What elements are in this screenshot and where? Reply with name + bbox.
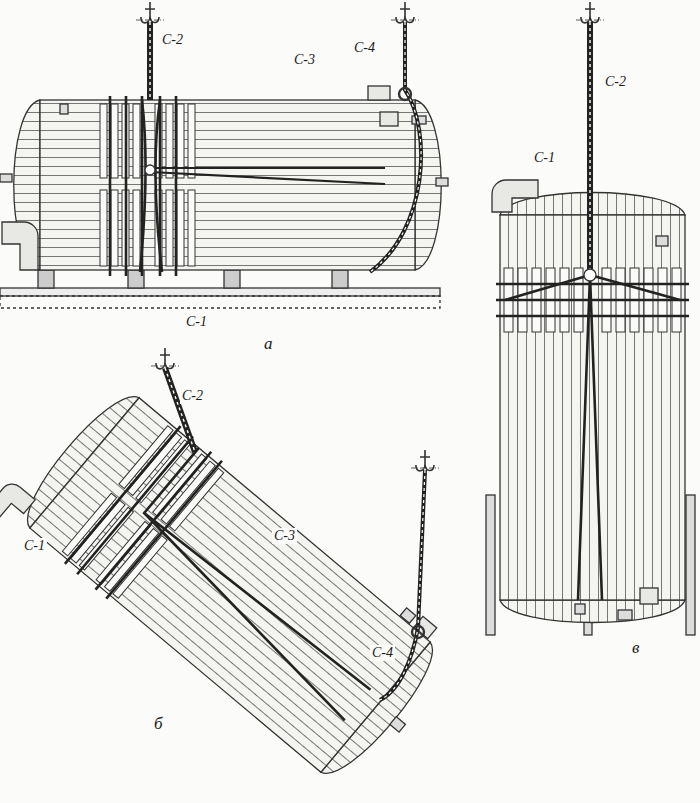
horizontal-vessel-part (100, 104, 195, 266)
sling-label: С-4 (352, 40, 377, 56)
horizontal-vessel-part (391, 2, 419, 23)
tilted-vessel-part-part (62, 426, 223, 599)
vertical-vessel-part (486, 495, 495, 635)
vertical-vessel-part-part (505, 275, 680, 600)
sling-label: С-1 (532, 150, 557, 166)
vertical-vessel-part-part (496, 283, 689, 286)
horizontal-vessel-part (370, 22, 421, 272)
vertical-vessel-part (656, 236, 668, 246)
horizontal-vessel-part-part (109, 96, 112, 276)
vertical-vessel-part (492, 180, 538, 212)
horizontal-vessel-part (145, 165, 155, 175)
horizontal-vessel-part (332, 270, 348, 288)
sling-label: С-2 (160, 32, 185, 48)
tilted-vessel-part-part (0, 479, 35, 530)
horizontal-vessel-part (147, 22, 153, 100)
horizontal-vessel-part (110, 96, 176, 276)
tilted-vessel-part (0, 357, 466, 803)
vertical-vessel-part (587, 22, 593, 272)
sling-label: С-4 (370, 645, 395, 661)
view-label: в (630, 640, 641, 656)
vertical-vessel-part (500, 215, 685, 600)
tilted-vessel-part-part (400, 608, 416, 623)
horizontal-vessel-part-part (111, 104, 118, 178)
horizontal-vessel-part (399, 88, 411, 100)
tilted-vessel-part (411, 450, 439, 471)
horizontal-vessel-part-part (100, 104, 107, 178)
horizontal-vessel-part (0, 174, 12, 182)
sling-label: С-2 (603, 74, 628, 90)
sling-label: С-1 (22, 538, 47, 554)
tilted-vessel-part (412, 626, 424, 638)
horizontal-vessel-part (2, 222, 38, 270)
vertical-vessel-part (686, 495, 695, 635)
tilted-vessel-part-part (65, 426, 422, 766)
vertical-vessel-part (640, 588, 658, 604)
vertical-vessel-part-part (496, 299, 689, 302)
horizontal-vessel-part-part (100, 190, 107, 266)
sling-label: С-3 (272, 528, 297, 544)
tilted-vessel-part-part-part (65, 426, 181, 564)
tilted-vessel-part-part (390, 717, 406, 732)
horizontal-vessel-part-part (166, 190, 173, 266)
tilted-vessel-part-part (30, 398, 430, 772)
horizontal-vessel-part-part (140, 100, 162, 272)
tilted-vessel-part-part-part (77, 436, 193, 574)
vertical-vessel-part (584, 269, 596, 281)
horizontal-vessel-part-part (125, 96, 128, 276)
horizontal-vessel-part-part (175, 96, 178, 276)
vertical-vessel-part (496, 275, 689, 600)
horizontal-vessel-part-part (188, 190, 195, 266)
tilted-vessel (0, 348, 466, 803)
sling-label: С-3 (292, 52, 317, 68)
horizontal-vessel-part (368, 86, 390, 100)
vertical-vessel-part (589, 22, 590, 272)
horizontal-vessel-part (380, 112, 398, 126)
tilted-vessel-part (165, 368, 195, 452)
tilted-vessel-part-part-part (170, 468, 224, 531)
horizontal-vessel-part (40, 100, 415, 270)
horizontal-vessel-part (0, 288, 440, 296)
horizontal-vessel-part (224, 270, 240, 288)
tilted-vessel-part (151, 348, 179, 369)
tilted-vessel-part (380, 470, 425, 700)
tilted-vessel-part-part-part (113, 536, 167, 599)
horizontal-vessel-part-part (111, 190, 118, 266)
horizontal-vessel-part (0, 296, 440, 308)
horizontal-vessel-part (38, 270, 54, 288)
vertical-vessel (486, 2, 695, 635)
sling-label: С-1 (184, 314, 209, 330)
view-label: б (152, 716, 165, 732)
horizontal-vessel-part (136, 2, 164, 23)
tilted-vessel-part-part-part (125, 448, 419, 721)
horizontal-vessel-part (150, 168, 385, 184)
horizontal-vessel-part (436, 178, 448, 186)
vertical-vessel-part (575, 604, 585, 614)
horizontal-vessel (0, 2, 448, 308)
horizontal-vessel-part (60, 104, 68, 114)
vertical-vessel-part (576, 2, 604, 23)
horizontal-vessel-part (149, 22, 150, 100)
horizontal-vessel-part-part (133, 190, 140, 266)
tilted-vessel-part (380, 470, 425, 700)
tilted-vessel-part (165, 368, 195, 452)
vertical-vessel-part (618, 610, 632, 620)
view-label: а (262, 336, 275, 352)
horizontal-vessel-part-part (177, 190, 184, 266)
sling-label: С-2 (180, 388, 205, 404)
horizontal-vessel-part (370, 22, 421, 272)
horizontal-vessel-part-part (133, 104, 140, 178)
